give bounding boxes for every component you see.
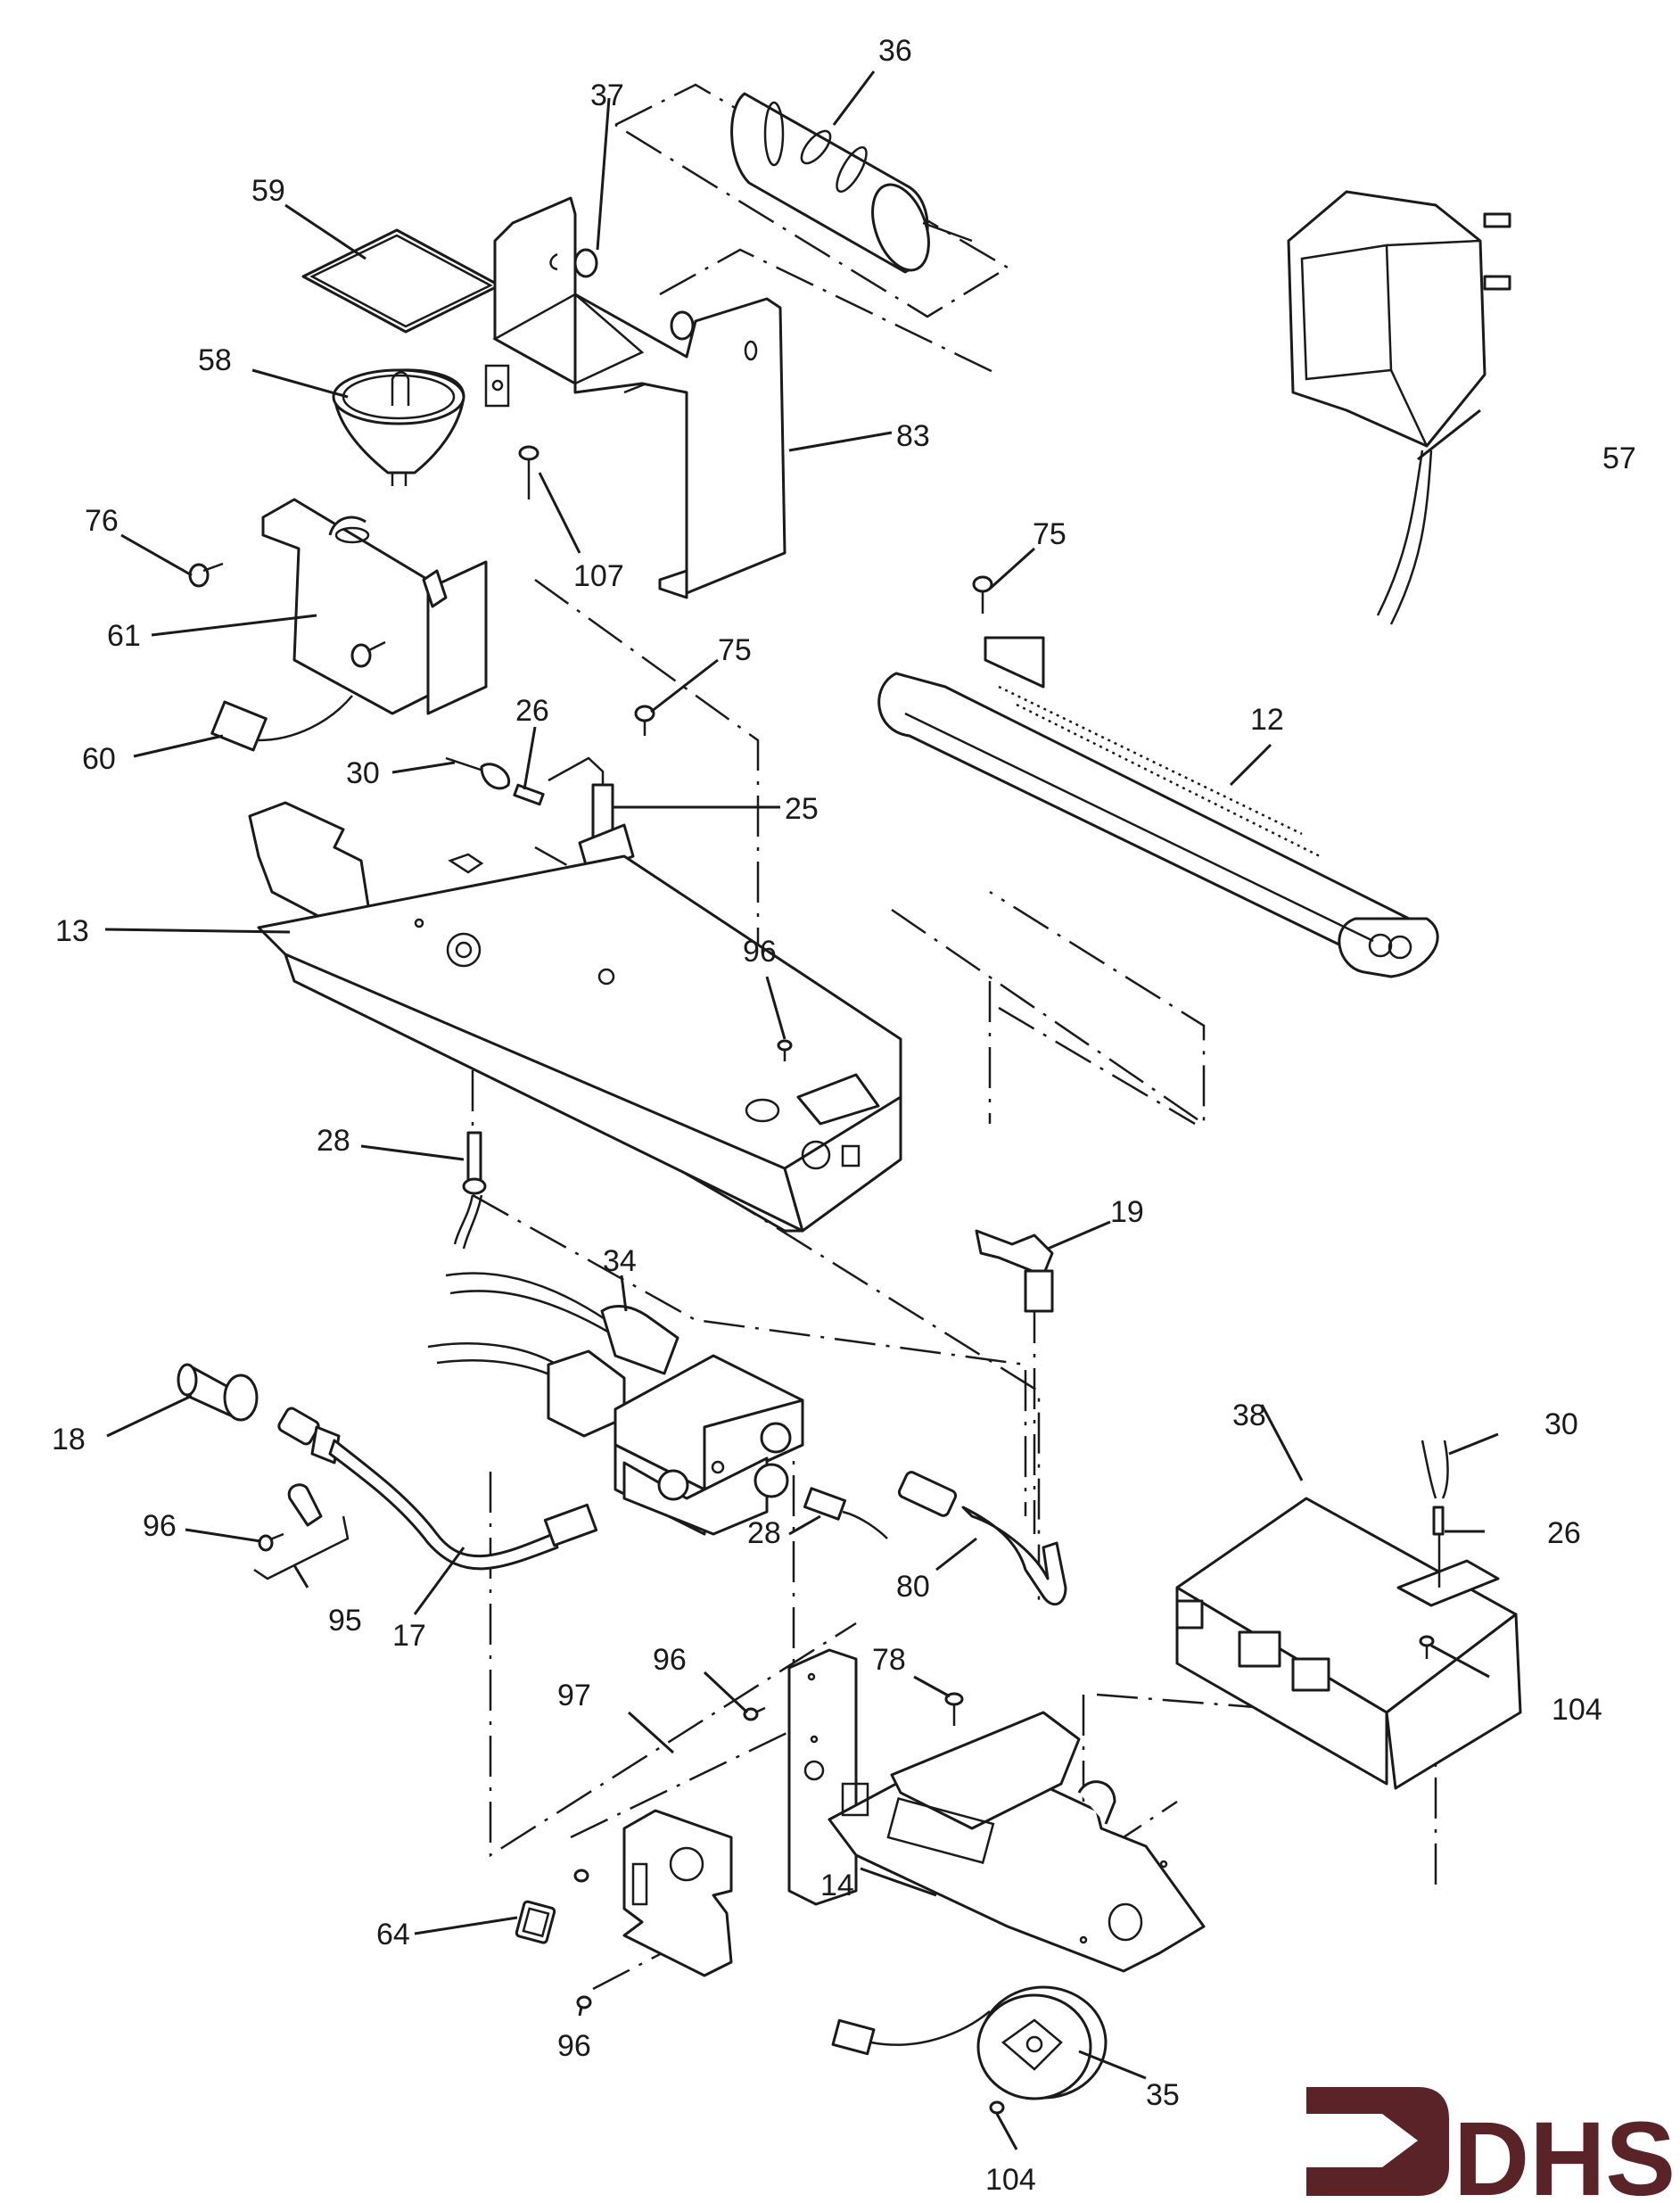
callout-96-tray: 96	[743, 935, 777, 969]
callout-58: 58	[198, 343, 232, 377]
part-83-drum-bracket	[484, 196, 786, 599]
callout-60: 60	[82, 742, 116, 776]
callout-83: 83	[896, 419, 930, 453]
callout-12: 12	[1250, 703, 1284, 737]
part-37-bushings	[549, 248, 695, 341]
callout-13: 13	[55, 914, 89, 948]
part-58-halogen-lamp	[332, 368, 465, 486]
callout-78: 78	[872, 1643, 906, 1677]
callout-25: 25	[785, 792, 819, 826]
callout-37: 37	[590, 78, 624, 112]
callout-36: 36	[878, 34, 912, 68]
part-18-inlet-fitting	[177, 1363, 259, 1422]
callout-57: 57	[1602, 441, 1636, 475]
lower-screws	[573, 1692, 964, 2009]
part-13-burner-tray	[248, 801, 902, 1233]
part-30-26-wire-connector	[445, 756, 545, 806]
callout-26: 26	[515, 694, 549, 728]
callout-14: 14	[820, 1869, 854, 1902]
callout-34: 34	[603, 1244, 637, 1278]
part-28-thermocouple-upper	[453, 1131, 487, 1250]
callout-75-top: 75	[1033, 517, 1066, 551]
callout-104-motor: 104	[985, 2163, 1036, 2197]
callout-18: 18	[52, 1423, 86, 1456]
part-38-ignition-module	[1175, 1440, 1522, 1790]
assembly-centerlines	[471, 83, 1437, 1991]
part-75-screws	[634, 575, 993, 736]
callout-96-clamp: 96	[143, 1509, 177, 1543]
callout-17: 17	[392, 1619, 426, 1653]
part-14-valve-mounting-plate	[787, 1648, 1206, 1973]
part-107-screw	[518, 445, 539, 499]
part-34-gas-valve	[427, 1272, 804, 1536]
callout-35: 35	[1146, 2078, 1180, 2112]
part-60-lamp-connector	[210, 695, 353, 752]
callout-96-bottom: 96	[557, 2029, 591, 2063]
callout-30: 30	[346, 756, 380, 790]
callout-28-lower: 28	[747, 1516, 781, 1550]
part-97-switch-bracket	[622, 1809, 733, 1977]
dhs-logo: DHS	[1306, 2087, 1676, 2203]
callout-61: 61	[107, 619, 141, 653]
part-80-flex-connector	[897, 1471, 1067, 1606]
callout-96-bracket: 96	[653, 1643, 687, 1677]
callout-104-module: 104	[1552, 1693, 1602, 1727]
callout-80: 80	[896, 1570, 930, 1604]
callout-28-upper: 28	[317, 1124, 350, 1158]
part-12-burner-tube	[877, 636, 1439, 978]
callout-59: 59	[251, 174, 285, 208]
callout-labels: 36 37 59 58 83 57 76 107 61 75 75 60 26 …	[52, 34, 1636, 2197]
part-61-lamp-bracket	[261, 498, 488, 715]
callout-107: 107	[573, 559, 624, 593]
callout-26-module: 26	[1547, 1516, 1581, 1550]
callout-97: 97	[557, 1679, 591, 1712]
callout-30-module: 30	[1544, 1407, 1578, 1441]
part-57-plug-in-transformer	[1287, 190, 1511, 625]
part-64-rocker-switch	[515, 1900, 556, 1944]
callout-38: 38	[1232, 1399, 1266, 1432]
callout-95: 95	[328, 1604, 362, 1638]
part-59-glass-lens	[301, 228, 501, 334]
leader-lines	[104, 70, 1499, 2150]
callout-19: 19	[1110, 1195, 1144, 1229]
callout-76: 76	[85, 504, 119, 538]
part-36-log-roller-drum	[730, 92, 973, 274]
logo-text: DHS	[1454, 2100, 1676, 2203]
callout-75-middle: 75	[718, 633, 752, 667]
callout-64: 64	[376, 1918, 410, 1951]
arrow-bracket-icon	[1306, 2087, 1449, 2196]
part-95-tube-clamp	[253, 1483, 350, 1580]
part-35-drum-motor	[831, 1985, 1108, 2115]
part-96-screw-tray	[777, 1039, 793, 1061]
part-17-gas-supply-tube	[277, 1407, 598, 1571]
part-28-thermocouple-lower	[803, 1487, 888, 1539]
part-19-elbow-fitting	[975, 1229, 1054, 1313]
